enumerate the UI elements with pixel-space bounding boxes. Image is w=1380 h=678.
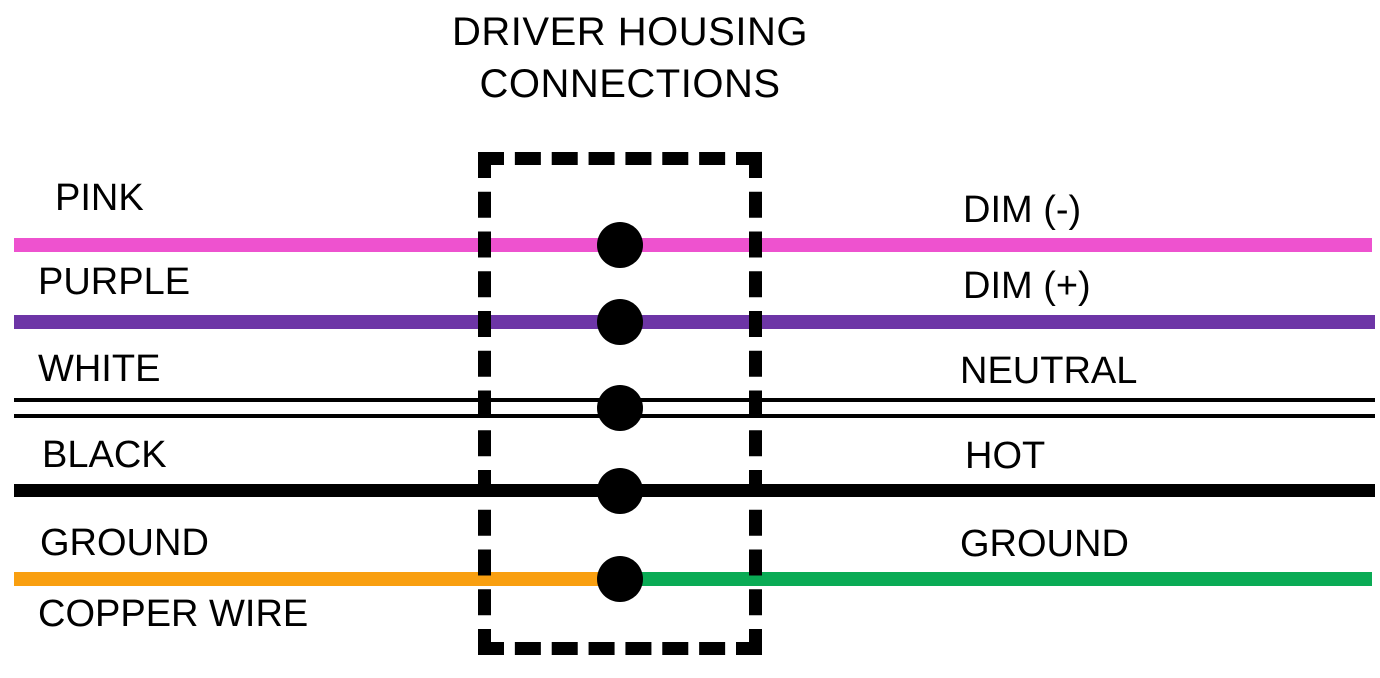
connection-dot-purple-dim-positive — [597, 299, 643, 345]
wire-left-white — [14, 398, 620, 418]
diagram-title: DRIVER HOUSING CONNECTIONS — [452, 10, 808, 106]
connection-dot-pink-dim-negative — [597, 222, 643, 268]
connection-dot-white-neutral — [597, 385, 643, 431]
wire-right-neutral — [620, 398, 1375, 418]
label-right-neutral: NEUTRAL — [960, 350, 1138, 392]
connection-dot-ground — [597, 556, 643, 602]
wire-right-dim-positive — [620, 315, 1375, 329]
wire-right-hot — [620, 484, 1375, 497]
label-right-dim-negative: DIM (-) — [963, 189, 1082, 231]
driver-housing-box — [478, 152, 762, 655]
wire-left-black — [14, 484, 620, 497]
wire-left-pink — [14, 238, 620, 252]
wire-right-dim-negative — [620, 238, 1372, 252]
label-left-black: BLACK — [42, 434, 167, 476]
label-right-dim-positive: DIM (+) — [963, 265, 1091, 307]
label-right-ground: GROUND — [960, 523, 1129, 565]
wire-left-ground-copper — [14, 572, 620, 586]
label-left-pink: PINK — [55, 177, 144, 219]
wire-left-purple — [14, 315, 620, 329]
label-left-ground: GROUND — [40, 522, 209, 564]
label-left-white: WHITE — [38, 348, 161, 390]
connection-dot-black-hot — [597, 468, 643, 514]
label-right-hot: HOT — [965, 435, 1046, 477]
label-left-purple: PURPLE — [38, 261, 191, 303]
wire-right-ground — [620, 572, 1372, 586]
label-left-ground-copper-wire: COPPER WIRE — [38, 593, 309, 635]
